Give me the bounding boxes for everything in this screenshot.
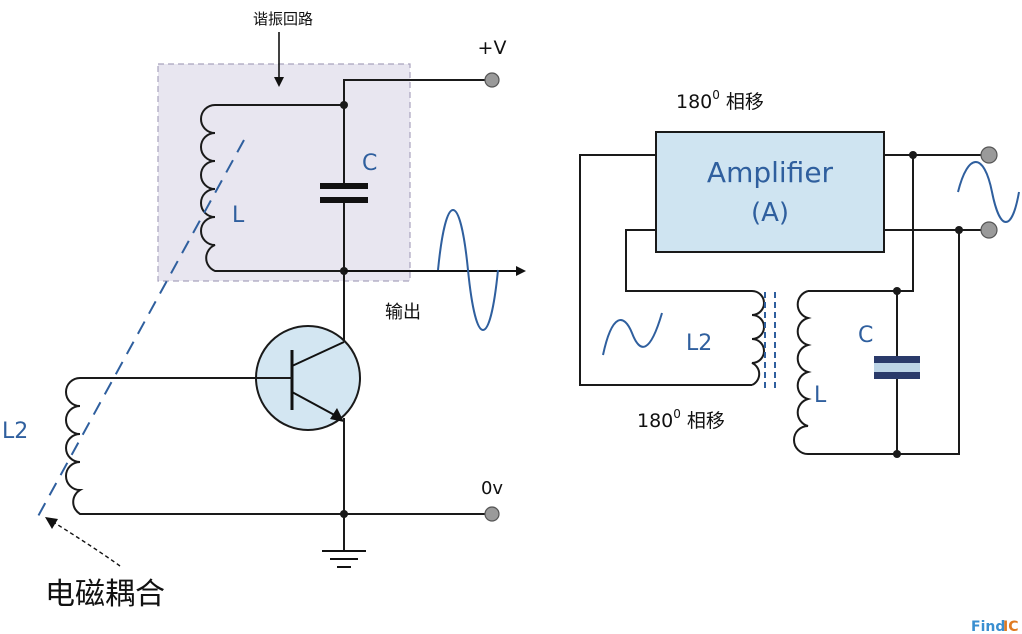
tank-inductor-label: L [232, 203, 245, 228]
right-capacitor-label: C [858, 323, 873, 348]
amplifier-symbol: (A) [751, 198, 789, 228]
transformer-primary-label: L2 [686, 331, 712, 356]
junction-dot [340, 510, 348, 518]
watermark-text-find: Find [971, 619, 1005, 634]
right-capacitor-plate-top [874, 356, 920, 363]
ground-terminal [484, 506, 500, 522]
left-circuit: 谐振回路 +V L C 输出 L2 [2, 10, 526, 612]
output-waveform [437, 209, 499, 331]
coupling-pointer-arrowhead [45, 517, 58, 529]
feedback-coil-label: L2 [2, 419, 28, 444]
feedback-coil [65, 377, 92, 515]
tank-capacitor-plate-bottom [320, 197, 368, 203]
watermark: Find IC [971, 619, 1018, 634]
ground-rail-label: 0v [481, 478, 503, 499]
watermark-text-ic: IC [1003, 619, 1018, 634]
transformer-primary-coil [751, 290, 765, 386]
transistor-emitter-lead [291, 391, 341, 419]
output-terminal-top [980, 146, 998, 164]
tank-circuit-label: 谐振回路 [253, 10, 313, 28]
amplifier-block [655, 131, 885, 253]
transformer-secondary-label: L [814, 383, 827, 408]
transistor-emitter-arrow [330, 408, 344, 422]
output-sine-wave [957, 161, 1020, 223]
coupling-label: 电磁耦合 [45, 577, 165, 612]
feedback-loop-wire [579, 154, 752, 386]
magnetic-coupling-line [35, 139, 245, 521]
amplifier-input-wire [625, 229, 752, 292]
tank-supply-wire [808, 155, 914, 292]
ground-return-wire [808, 230, 960, 455]
transformer-primary-waveform [602, 312, 663, 356]
supply-terminal [484, 72, 500, 88]
tank-circuit-region [157, 63, 411, 282]
output-label: 输出 [385, 302, 421, 323]
amplifier-name: Amplifier [707, 156, 834, 189]
coupling-pointer-arrow [49, 519, 121, 567]
output-terminal-bottom [980, 221, 998, 239]
supply-wire [232, 79, 490, 106]
tank-capacitor-label: C [362, 151, 377, 176]
transistor-collector-lead [291, 341, 345, 367]
right-capacitor-plate-bottom [874, 372, 920, 379]
supply-label: +V [478, 37, 507, 59]
tank-inductor [200, 104, 232, 272]
right-capacitor-dielectric [874, 363, 920, 372]
transformer-secondary-coil [793, 290, 812, 455]
tank-capacitor-plate-top [320, 183, 368, 189]
